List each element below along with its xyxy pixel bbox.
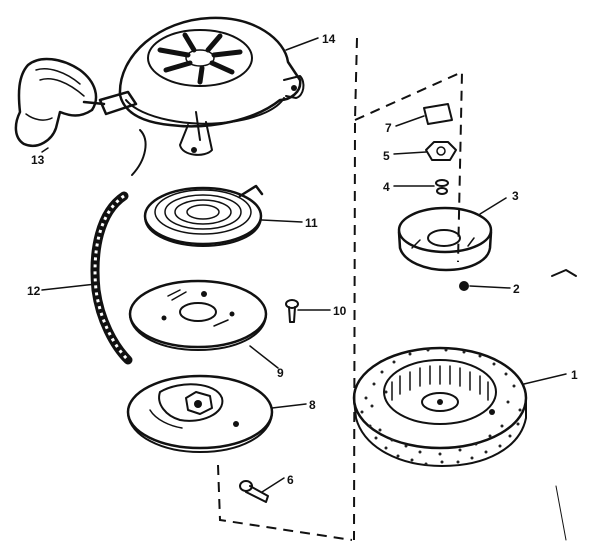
nut-5 (425, 141, 457, 161)
callout-label-2: 2 (513, 282, 520, 296)
starter-cup-3 (397, 206, 493, 272)
callout-label-7: 7 (385, 121, 392, 135)
screw-6 (239, 480, 269, 503)
callout-label-10: 10 (333, 304, 347, 318)
callout-label-6: 6 (287, 473, 294, 487)
pawl-plate (126, 374, 274, 453)
callout-label-3: 3 (512, 189, 519, 203)
scan-mark (551, 269, 577, 541)
washer-4 (435, 179, 449, 195)
callout-label-4: 4 (383, 180, 390, 194)
pad-7 (423, 103, 453, 125)
starter-handle (14, 57, 106, 147)
callout-label-5: 5 (383, 149, 390, 163)
callout-label-1: 1 (571, 368, 578, 382)
callout-label-8: 8 (309, 398, 316, 412)
callout-label-13: 13 (31, 153, 45, 167)
starter-rope (90, 191, 133, 365)
screw-10 (285, 299, 299, 323)
callout-labels: 1 2 3 4 5 6 7 8 9 10 11 12 13 14 (27, 32, 578, 487)
callout-label-12: 12 (27, 284, 41, 298)
flywheel-screen (352, 346, 528, 467)
screw-2 (459, 281, 469, 291)
recoil-spring (143, 184, 264, 247)
spring-cup-plate (128, 279, 268, 351)
callout-label-11: 11 (305, 216, 318, 230)
callout-label-14: 14 (322, 32, 336, 46)
leader-lines (41, 37, 567, 493)
starter-housing (98, 16, 305, 176)
callout-label-9: 9 (277, 366, 284, 380)
